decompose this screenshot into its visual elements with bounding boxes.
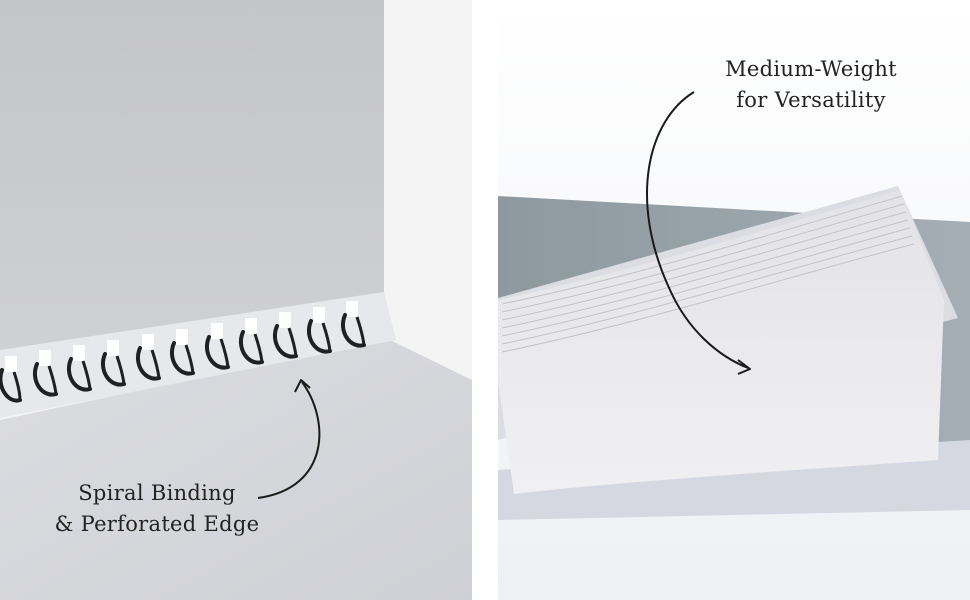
page-edges bbox=[501, 195, 915, 353]
caption-line-2: & Perforated Edge bbox=[54, 512, 260, 536]
spiral-binding-caption: Spiral Binding & Perforated Edge bbox=[42, 478, 272, 540]
spiral-coil-backs bbox=[12, 316, 366, 401]
caption-line-1: Medium-Weight bbox=[725, 57, 897, 81]
paper-stack-illustration bbox=[498, 0, 970, 600]
binding-strip bbox=[0, 292, 396, 418]
caption-line-1: Spiral Binding bbox=[78, 481, 236, 505]
curved-arrow-icon bbox=[257, 379, 321, 499]
paper-weight-photo bbox=[498, 0, 970, 600]
punched-holes bbox=[5, 301, 358, 372]
caption-line-2: for Versatility bbox=[736, 88, 886, 112]
upright-page bbox=[0, 0, 384, 350]
spiral-notebook-illustration bbox=[0, 0, 472, 600]
spiral-coils bbox=[0, 313, 366, 403]
curved-arrow-icon bbox=[646, 91, 751, 375]
lower-page bbox=[0, 338, 472, 600]
spiral-binding-photo: Spiral Binding & Perforated Edge bbox=[0, 0, 472, 600]
medium-weight-caption: Medium-Weight for Versatility bbox=[706, 54, 916, 116]
